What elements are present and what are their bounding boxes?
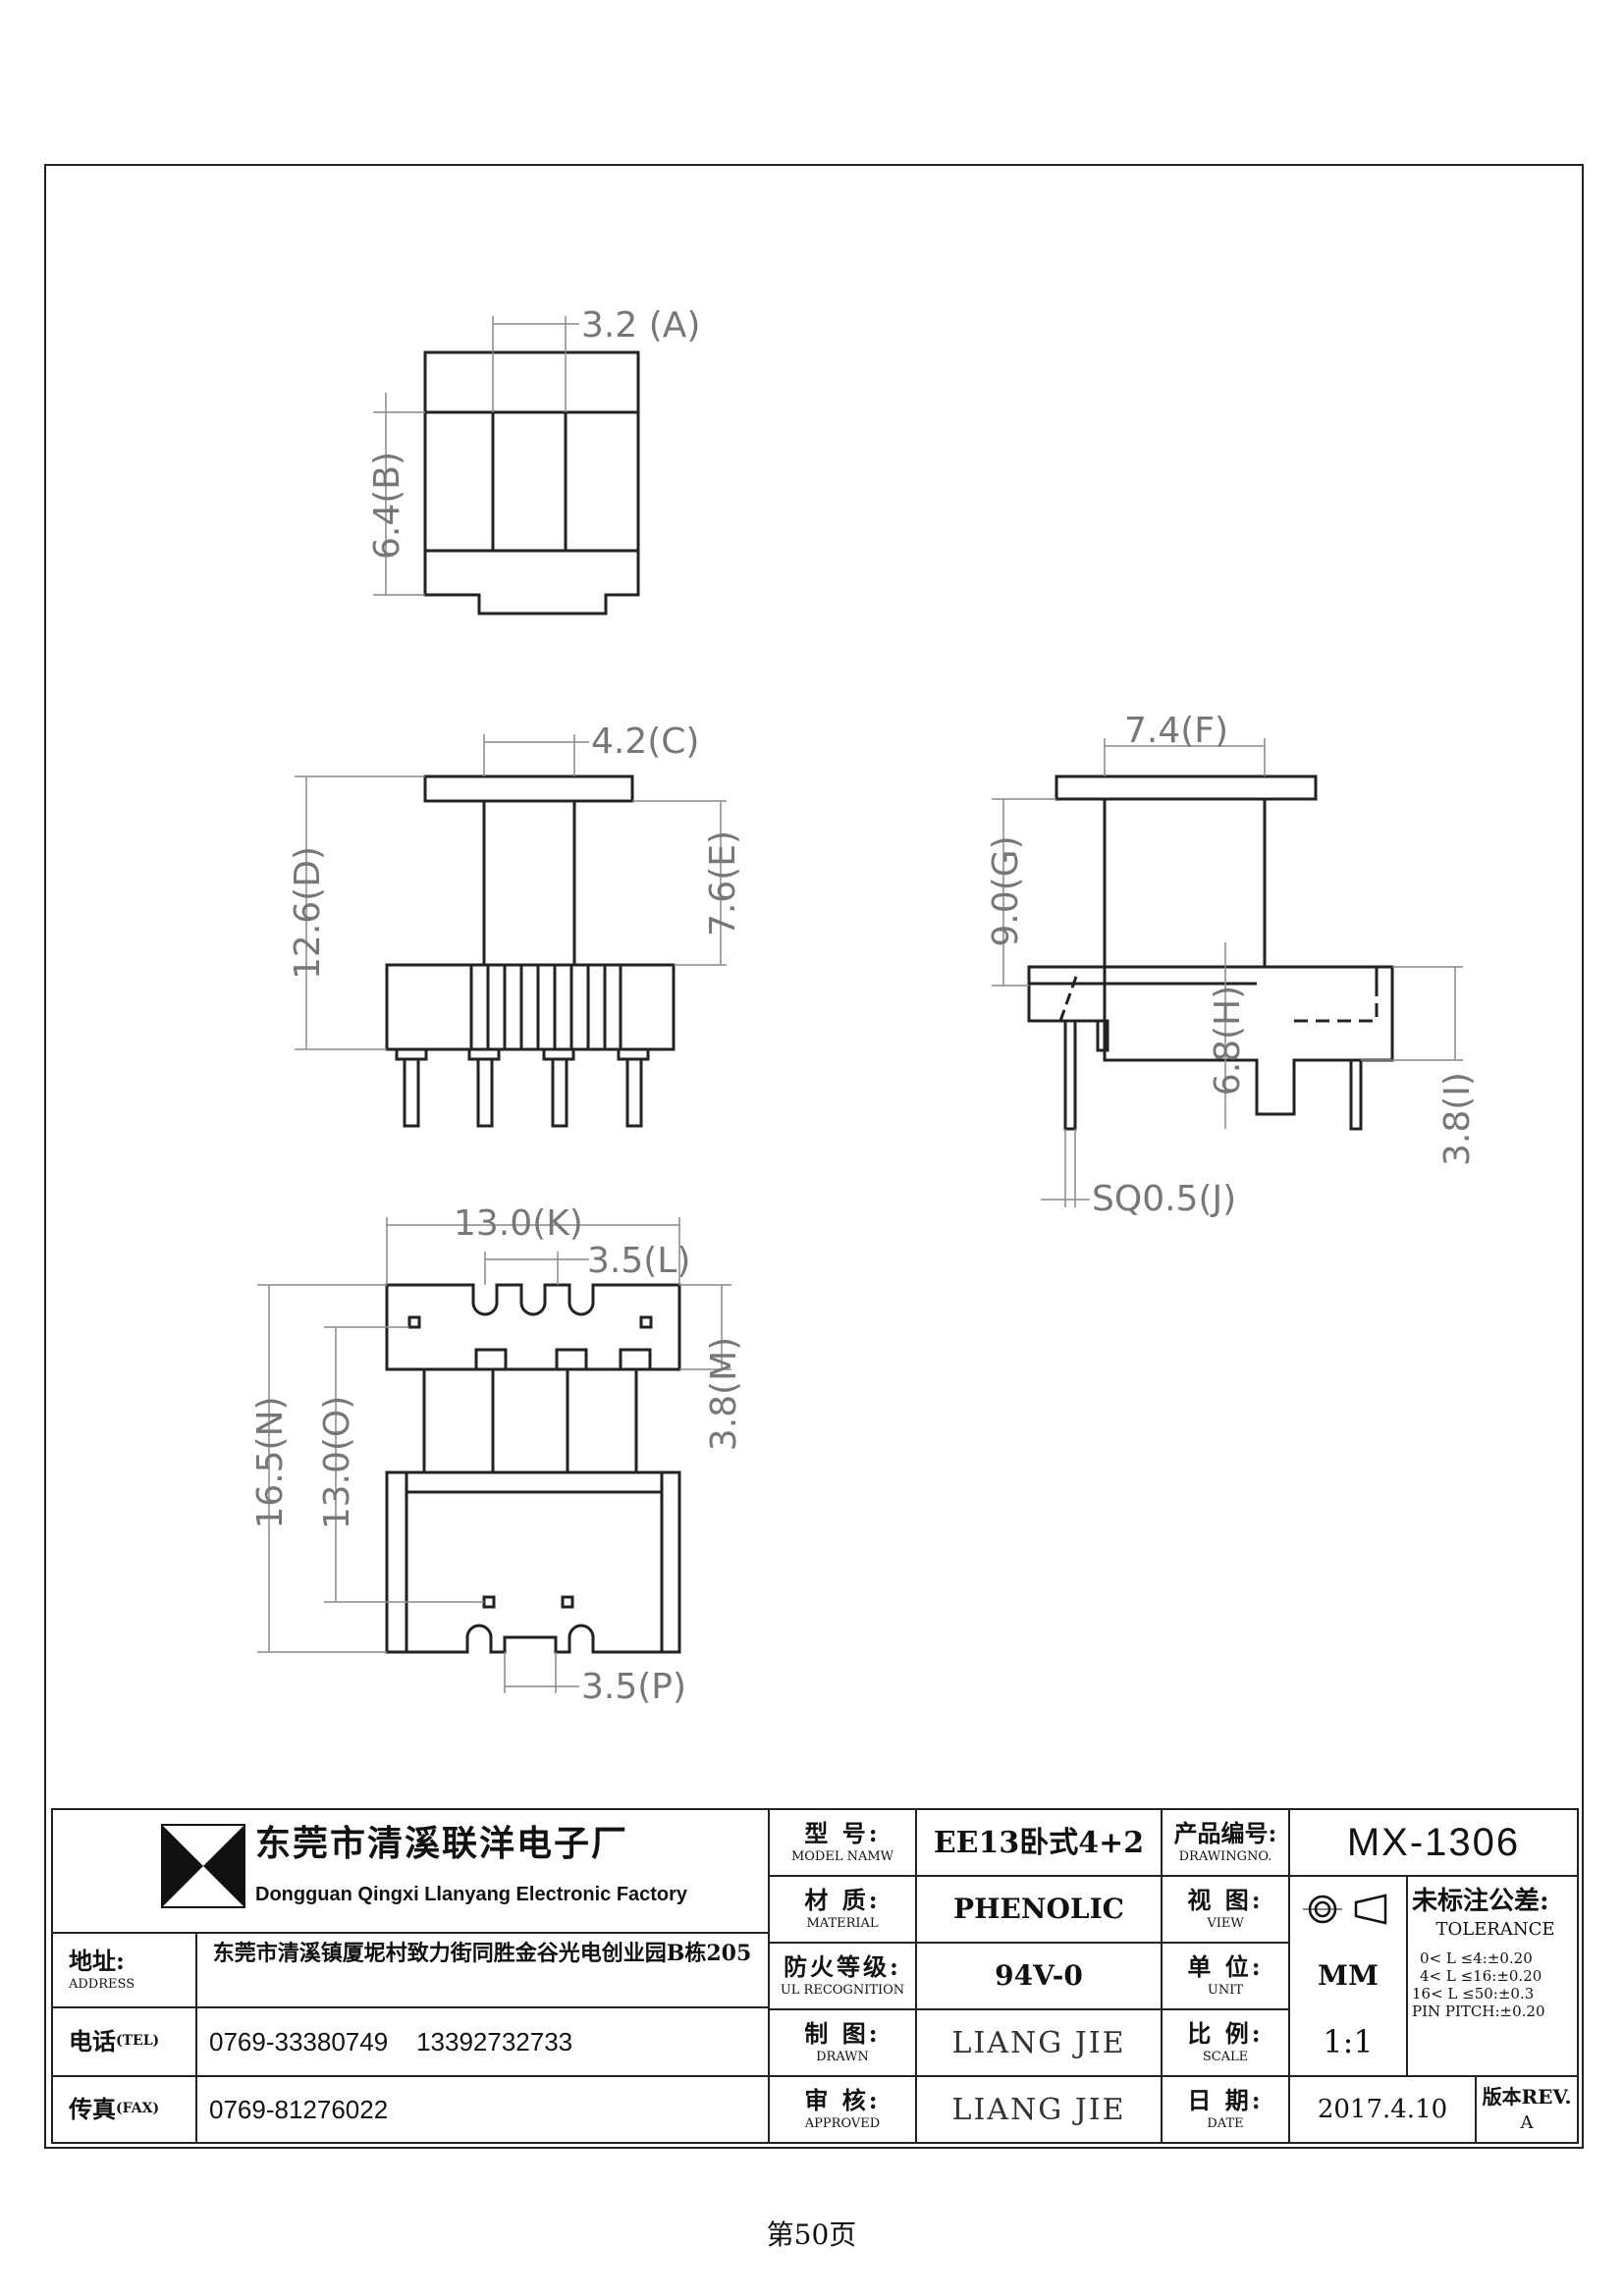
revision: 版本REV. A: [1482, 2085, 1572, 2134]
approved-label: 审 核:APPROVED: [804, 2086, 881, 2131]
ul-value: 94V-0: [995, 1958, 1083, 1992]
fax-label: 传真(FAX): [69, 2094, 160, 2123]
company-logo: [161, 1824, 245, 1908]
drawing-frame: [44, 164, 1584, 2149]
scale-value: 1:1: [1323, 2023, 1374, 2061]
view-label: 视 图:VIEW: [1187, 1886, 1264, 1931]
dim-f: 7.4(F): [1124, 711, 1228, 751]
dim-o: 13.0(O): [317, 1396, 357, 1530]
drawingno-label: 产品编号:DRAWINGNO.: [1173, 1819, 1277, 1864]
dim-b: 6.4(B): [367, 452, 407, 560]
material-value: PHENOLIC: [953, 1892, 1124, 1925]
dimension-lines: [257, 316, 1463, 1693]
address-label: 地址: ADDRESS: [69, 1946, 135, 1993]
tel-value: 0769-33380749 13392732733: [209, 2026, 573, 2056]
dim-n: 16.5(N): [250, 1396, 291, 1528]
drawingno-value: MX-1306: [1346, 1821, 1521, 1864]
ul-label: 防火等级:UL RECOGNITION: [780, 1952, 905, 1998]
fax-value: 0769-81276022: [209, 2094, 389, 2124]
dim-p: 3.5(P): [581, 1667, 686, 1707]
page-number: 第50页: [766, 2218, 857, 2251]
date-value: 2017.4.10: [1317, 2094, 1448, 2124]
date-label: 日 期:DATE: [1187, 2086, 1264, 2131]
model-value: EE13卧式4+2: [933, 1825, 1145, 1860]
dim-g: 9.0(G): [986, 835, 1026, 946]
technical-drawing: 3.2 (A) 6.4(B) 4.2(C) 12.6(D) 7.6(E) 7.4…: [250, 305, 1478, 1707]
model-label: 型 号:MODEL NAMW: [790, 1819, 894, 1864]
company-name-zh: 东莞市清溪联洋电子厂: [255, 1823, 629, 1865]
bottom-view: [385, 1283, 681, 1654]
dim-i: 3.8(I): [1437, 1072, 1478, 1166]
front-view: [385, 774, 676, 1128]
material-label: 材 质:MATERIAL: [804, 1886, 881, 1931]
dim-e: 7.6(E): [703, 830, 743, 936]
scale-label: 比 例:SCALE: [1187, 2019, 1264, 2064]
projection-symbol-icon: [1290, 1877, 1406, 1942]
dim-j: SQ0.5(J): [1092, 1179, 1236, 1219]
address-value: 东莞市清溪镇厦坭村致力街同胜金谷光电创业园B栋205: [212, 1941, 752, 1966]
top-view: [423, 350, 640, 615]
unit-value: MM: [1318, 1958, 1379, 1992]
title-block: 东莞市清溪联洋电子厂 Dongguan Qingxi Llanyang Elec…: [51, 1808, 1579, 2144]
dim-m: 3.8(M): [704, 1337, 744, 1451]
approved-value: LIANG JIE: [951, 2092, 1126, 2127]
unit-label: 单 位:UNIT: [1187, 1952, 1264, 1998]
tolerance-note: 未标注公差: TOLERANCE 0< L ≤4:±0.20 4< L ≤16:…: [1412, 1887, 1555, 2020]
drawn-label: 制 图:DRAWN: [804, 2019, 881, 2064]
dim-k: 13.0(K): [454, 1203, 583, 1244]
drawn-value: LIANG JIE: [951, 2025, 1126, 2060]
dim-l: 3.5(L): [587, 1241, 690, 1281]
tel-label: 电话(TEL): [69, 2026, 160, 2056]
dim-a: 3.2 (A): [581, 305, 700, 346]
dim-c: 4.2(C): [591, 721, 699, 762]
dim-d: 12.6(D): [288, 846, 328, 980]
company-name-en: Dongguan Qingxi Llanyang Electronic Fact…: [255, 1884, 688, 1905]
side-view: [1027, 774, 1394, 1131]
dim-h: 6.8(H): [1208, 986, 1248, 1095]
